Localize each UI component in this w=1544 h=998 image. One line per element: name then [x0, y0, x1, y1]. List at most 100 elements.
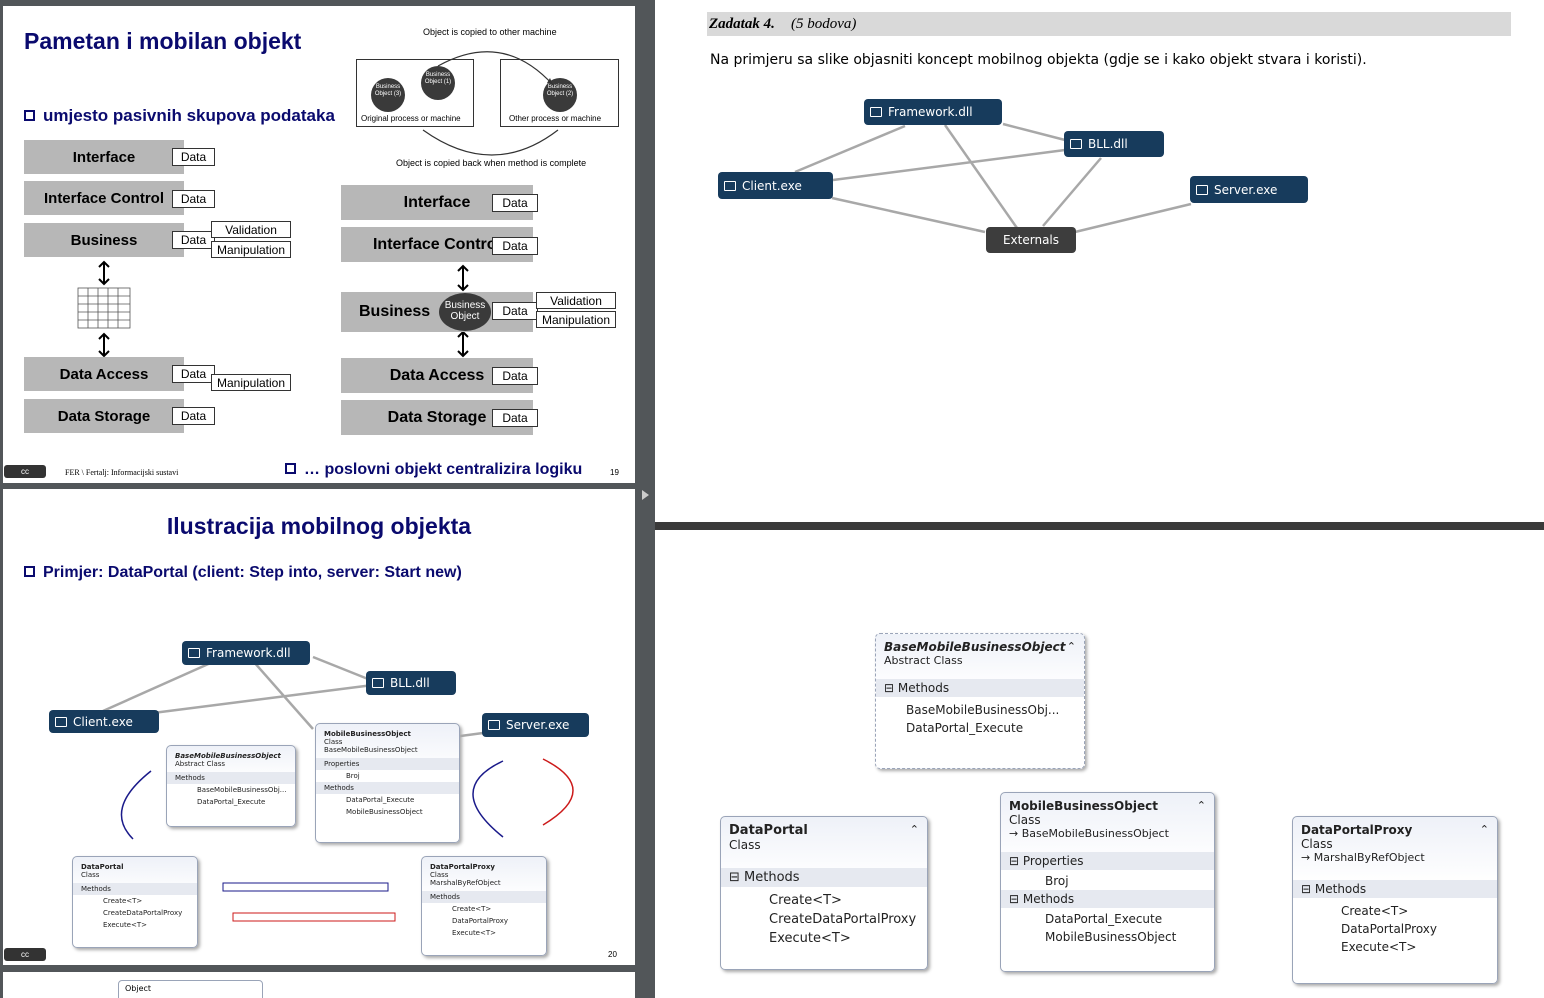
- page-gap: [655, 522, 1544, 530]
- node-client[interactable]: Client.exe: [49, 710, 159, 733]
- method-item: MobileBusinessObject: [1045, 930, 1177, 944]
- validation-box: Validation: [211, 221, 291, 238]
- slide2-edges: [102, 655, 574, 922]
- other-label: Other process or machine: [509, 114, 602, 123]
- node-server[interactable]: Server.exe: [1190, 176, 1308, 203]
- node-externals[interactable]: Externals: [986, 227, 1076, 253]
- bullet-square-icon: [24, 566, 35, 577]
- node-framework[interactable]: Framework.dll: [182, 641, 310, 665]
- property-item: Broj: [1045, 874, 1069, 888]
- data-box: Data: [172, 407, 215, 425]
- bullet-text: Primjer: DataPortal (client: Step into, …: [24, 564, 462, 582]
- slide-title: Pametan i mobilan objekt: [24, 28, 302, 54]
- layer-data-storage: Data Storage: [24, 399, 184, 433]
- grid-and-arrows: [77, 260, 131, 358]
- bullet-square-icon: [24, 110, 35, 121]
- slide-19: Pametan i mobilan objekt umjesto pasivni…: [3, 6, 635, 483]
- data-box: Data: [492, 367, 538, 385]
- dependency-edges: [794, 122, 1192, 234]
- page-number: 19: [610, 468, 619, 477]
- slide-footer: FER \ Fertalj: Informacijski sustavi: [65, 468, 179, 477]
- node-framework[interactable]: Framework.dll: [864, 99, 1002, 125]
- assembly-icon: [1070, 139, 1082, 149]
- method-item: DataPortal_Execute: [906, 721, 1024, 735]
- assembly-icon: [372, 678, 384, 688]
- cc-license-icon: cc: [4, 465, 46, 478]
- pane-splitter[interactable]: [636, 0, 655, 998]
- layer-business: Business: [24, 223, 184, 257]
- copy-bottom-label: Object is copied back when method is com…: [396, 158, 587, 168]
- method-item: BaseMobileBusinessObj...: [906, 703, 1060, 717]
- copy-arrows: [422, 51, 559, 156]
- assembly-icon: [188, 648, 200, 658]
- layer-business: Business: [341, 292, 533, 332]
- section-header[interactable]: ⊟ Methods: [721, 868, 927, 887]
- assembly-icon: [1196, 184, 1208, 195]
- task-text: Na primjeru sa slike objasniti koncept m…: [710, 52, 1367, 68]
- section-header[interactable]: ⊟ Methods: [1293, 880, 1497, 898]
- layer-interface: Interface: [24, 140, 184, 174]
- layer-interface-control: Interface Control: [24, 181, 184, 215]
- cc-license-icon: cc: [4, 948, 46, 961]
- method-item: Create<T>: [769, 893, 842, 908]
- section-header[interactable]: ⊟ Properties: [1001, 852, 1214, 870]
- original-label: Original process or machine: [361, 114, 461, 123]
- bo3-circle: Business Object (3): [371, 78, 405, 112]
- manipulation-box: Manipulation: [211, 374, 291, 391]
- bottom-bullet: … poslovni objekt centralizira logiku: [285, 461, 582, 479]
- method-item: Create<T>: [1341, 904, 1409, 918]
- method-item: CreateDataPortalProxy: [769, 912, 917, 927]
- method-item: DataPortal_Execute: [1045, 912, 1163, 926]
- section-header[interactable]: ⊟ Methods: [876, 679, 1084, 697]
- method-item: Execute<T>: [1341, 940, 1417, 954]
- slide-21-peek: Object: [3, 972, 635, 998]
- bo1-circle: Business Object (1): [421, 66, 455, 100]
- slide-title: Ilustracija mobilnog objekta: [166, 513, 472, 539]
- data-box: Data: [492, 409, 538, 427]
- node-bll[interactable]: BLL.dll: [366, 671, 456, 695]
- document-page-top: Zadatak 4. (5 bodova) Na primjeru sa sli…: [655, 0, 1544, 522]
- assembly-icon: [724, 180, 736, 191]
- page-number: 20: [608, 950, 617, 959]
- node-server[interactable]: Server.exe: [482, 713, 589, 737]
- data-box: Data: [492, 237, 538, 255]
- task-points: (5 bodova): [791, 16, 857, 32]
- assembly-icon: [55, 716, 67, 727]
- task-heading-bar: Zadatak 4. (5 bodova): [707, 12, 1511, 36]
- expand-arrow-icon[interactable]: [642, 490, 649, 500]
- bo2-circle: Business Object (2): [543, 78, 577, 112]
- other-process-box: Business Object (2) Other process or mac…: [500, 59, 619, 127]
- collapse-icon[interactable]: ⌃: [1479, 823, 1489, 836]
- method-item: Execute<T>: [769, 931, 851, 946]
- manipulation-box: Manipulation: [536, 311, 616, 328]
- node-bll[interactable]: BLL.dll: [1064, 131, 1164, 157]
- bullet-square-icon: [285, 463, 296, 474]
- data-box: Data: [172, 148, 215, 166]
- assembly-icon: [488, 720, 500, 730]
- slide-20: Ilustracija mobilnog objekta Primjer: Da…: [3, 489, 635, 965]
- class-object-small: Object: [118, 980, 263, 998]
- node-client[interactable]: Client.exe: [718, 172, 833, 199]
- original-process-box: Business Object (3) Business Object (1) …: [356, 59, 474, 127]
- layer-data-access: Data Access: [24, 357, 184, 391]
- collapse-icon[interactable]: ⌃: [909, 823, 919, 836]
- data-box: Data: [492, 194, 538, 212]
- copy-top-label: Object is copied to other machine: [423, 27, 557, 37]
- collapse-icon[interactable]: ⌃: [1066, 640, 1076, 653]
- data-box: Data: [172, 365, 215, 383]
- business-object-circle: Business Object: [439, 293, 491, 331]
- validation-box: Validation: [536, 292, 616, 309]
- manipulation-box: Manipulation: [211, 241, 291, 258]
- section-header[interactable]: ⊟ Methods: [1001, 890, 1214, 908]
- collapse-icon[interactable]: ⌃: [1196, 799, 1206, 812]
